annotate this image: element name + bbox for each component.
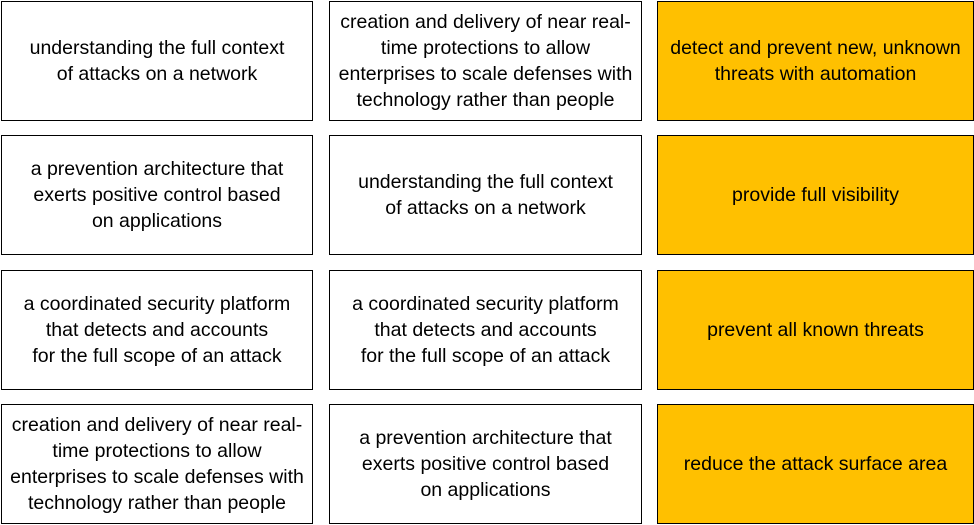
target-label: provide full visibility xyxy=(732,184,899,206)
target-box: detect and prevent new, unknown threats … xyxy=(657,1,974,121)
option-box[interactable]: creation and delivery of near real- time… xyxy=(1,404,313,524)
answer-label: creation and delivery of near real- time… xyxy=(338,11,633,111)
target-label: reduce the attack surface area xyxy=(683,453,948,475)
answer-box[interactable]: understanding the full context of attack… xyxy=(329,135,642,255)
option-label: a coordinated security platform that det… xyxy=(23,293,291,367)
target-label: prevent all known threats xyxy=(707,319,924,341)
option-label: a prevention architecture that exerts po… xyxy=(30,158,284,232)
target-label: detect and prevent new, unknown threats … xyxy=(670,37,961,85)
option-label: creation and delivery of near real- time… xyxy=(10,414,304,514)
answer-box[interactable]: a prevention architecture that exerts po… xyxy=(329,404,642,524)
target-box: provide full visibility xyxy=(657,135,974,255)
option-box[interactable]: a coordinated security platform that det… xyxy=(1,270,313,390)
target-box: reduce the attack surface area xyxy=(657,404,974,524)
answer-box[interactable]: creation and delivery of near real- time… xyxy=(329,1,642,121)
answer-box[interactable]: a coordinated security platform that det… xyxy=(329,270,642,390)
answer-label: a prevention architecture that exerts po… xyxy=(359,427,612,501)
option-box[interactable]: a prevention architecture that exerts po… xyxy=(1,135,313,255)
answer-label: understanding the full context of attack… xyxy=(358,171,613,219)
option-box[interactable]: understanding the full context of attack… xyxy=(1,1,313,121)
option-label: understanding the full context of attack… xyxy=(29,37,285,85)
target-box: prevent all known threats xyxy=(657,270,974,390)
answer-label: a coordinated security platform that det… xyxy=(352,293,619,367)
